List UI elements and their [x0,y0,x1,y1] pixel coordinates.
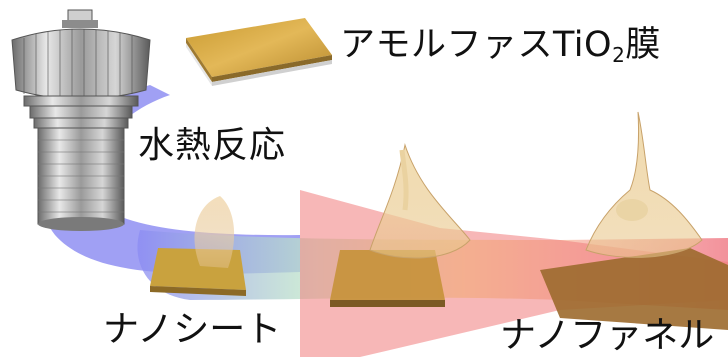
autoclave-icon [11,9,151,231]
film-substrate-icon [186,18,332,86]
amorphous-label-subscript: 2 [612,43,626,67]
amorphous-tio2-film-label: アモルファスTiO2膜 [340,25,661,67]
hydrothermal-reaction-label: 水熱反応 [138,125,287,166]
amorphous-label-prefix: アモルファスTiO [340,25,613,65]
nanofunnel-icon [540,111,728,330]
nanofunnel-icon [330,143,471,307]
nanofunnel-label: ナノファネル [500,315,715,356]
nanosheet-label: ナノシート [103,309,282,350]
nanosheet-icon [150,196,246,296]
amorphous-label-suffix: 膜 [625,25,661,65]
